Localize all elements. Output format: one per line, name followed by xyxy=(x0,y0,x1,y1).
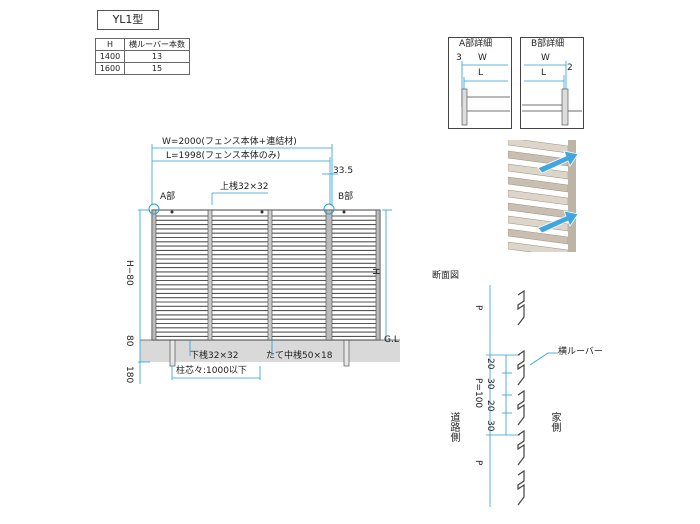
model-label: YL1型 xyxy=(97,10,159,30)
airflow-arrow-icon xyxy=(537,210,579,234)
joint-post xyxy=(325,209,333,341)
section-p100: P=100 xyxy=(473,378,483,409)
w-dimension-label: W=2000(フェンス本体+連結材) xyxy=(162,137,297,147)
bottom-rail-label: 下桟32×32 xyxy=(190,351,239,361)
dim-180-label: 180 xyxy=(124,366,134,384)
h-minus-80-label: H−80 xyxy=(124,260,134,286)
a-part-label: A部 xyxy=(160,192,176,202)
detail-b-l: L xyxy=(541,68,547,78)
post-foundation xyxy=(343,339,350,367)
louver-airflow-illustration xyxy=(508,140,588,252)
middle-post xyxy=(207,209,213,341)
table-header-row: H 横ルーバー本数 xyxy=(95,38,190,51)
dim-33-5-label: 33.5 xyxy=(333,166,354,176)
b-part-label: B部 xyxy=(338,192,354,202)
detail-b-box xyxy=(520,37,584,129)
dimension-lines xyxy=(138,144,392,384)
house-side-label: 家側 xyxy=(549,412,560,432)
post-foundation xyxy=(169,339,176,367)
detail-b-drawing xyxy=(522,61,582,126)
l-dimension-label: L=1998(フェンス本体のみ) xyxy=(166,151,281,161)
airflow-arrow-icon xyxy=(537,150,579,174)
detail-a-box xyxy=(448,37,512,129)
section-title: 断面図 xyxy=(432,271,460,281)
detail-a-l: L xyxy=(478,68,484,78)
detail-a-title: A部詳細 xyxy=(459,39,493,49)
post-pitch-label: 柱芯々:1000以下 xyxy=(176,366,247,376)
detail-a-dim3: 3 xyxy=(456,53,462,63)
end-post xyxy=(375,209,381,341)
section-dim-30b: 30 xyxy=(485,420,495,432)
detail-a-marker xyxy=(148,203,160,215)
ground-band xyxy=(140,340,400,362)
detail-b-marker xyxy=(323,203,335,215)
photo-post xyxy=(568,140,576,252)
section-p-top: P xyxy=(473,305,483,311)
louver-label: 横ルーバー xyxy=(558,347,603,357)
section-drawing xyxy=(486,285,558,507)
top-rail-label: 上桟32×32 xyxy=(220,182,269,192)
detail-a-w: W xyxy=(478,53,487,63)
table-row: 1600 15 xyxy=(95,62,190,75)
louver-count-table: H 横ルーバー本数 1400 13 1600 15 xyxy=(95,38,190,75)
detail-a-drawing xyxy=(461,61,510,126)
section-dim-20b: 20 xyxy=(485,400,495,412)
louver-profile xyxy=(517,289,525,506)
detail-b-title: B部詳細 xyxy=(531,39,565,49)
h-label: H xyxy=(370,268,380,275)
middle-post-label: たて中桟50×18 xyxy=(266,351,333,361)
end-post xyxy=(151,209,157,341)
detail-b-w: W xyxy=(541,53,550,63)
louver-group xyxy=(152,215,380,337)
section-dim-30a: 30 xyxy=(485,378,495,390)
section-p-bottom: P xyxy=(473,460,483,466)
photo-slat xyxy=(508,241,569,252)
gl-label: G.L xyxy=(384,335,399,345)
table-cell-count: 15 xyxy=(124,62,190,75)
detail-b-dim2: 2 xyxy=(567,63,573,73)
middle-post xyxy=(267,209,273,341)
road-side-label: 道路側 xyxy=(448,412,459,442)
section-dim-20a: 20 xyxy=(485,358,495,370)
dim-80-label: 80 xyxy=(124,335,134,347)
fence-frame xyxy=(151,209,381,341)
